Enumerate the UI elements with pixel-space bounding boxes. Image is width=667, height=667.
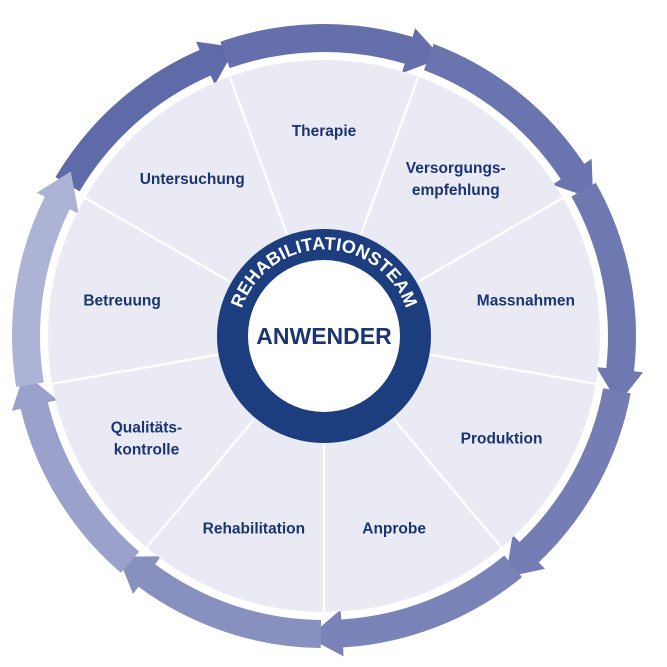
cycle-arrow-9 bbox=[12, 171, 79, 387]
cycle-arrow-8 bbox=[11, 372, 140, 573]
cycle-arrow-2 bbox=[220, 24, 443, 74]
segment-label-1: Untersuchung bbox=[140, 171, 245, 188]
cycle-arrow-1 bbox=[55, 41, 236, 192]
cycle-arrow-3 bbox=[423, 43, 594, 199]
cycle-arrow-7 bbox=[118, 556, 322, 648]
segment-label-6: Anprobe bbox=[362, 521, 426, 538]
segment-label-9: Betreuung bbox=[83, 292, 161, 309]
segment-label-8: Qualitäts-kontrolle bbox=[111, 420, 182, 459]
segment-label-line: Betreuung bbox=[83, 292, 161, 309]
segment-label-line: Anprobe bbox=[362, 521, 426, 538]
center-circle bbox=[248, 260, 400, 412]
segment-label-line: Versorgungs- bbox=[406, 160, 506, 177]
segment-label-line: kontrolle bbox=[114, 442, 180, 459]
segment-label-line: Therapie bbox=[292, 123, 357, 140]
segment-label-3: Versorgungs-empfehlung bbox=[406, 160, 506, 199]
cycle-arrow-6 bbox=[308, 555, 523, 657]
segment-divider-6 bbox=[392, 418, 505, 552]
segment-divider-4 bbox=[416, 195, 568, 283]
segment-divider-2 bbox=[227, 72, 289, 235]
segment-label-4: Massnahmen bbox=[477, 292, 575, 309]
segment-divider-3 bbox=[359, 72, 421, 235]
segment-label-line: Qualitäts- bbox=[111, 420, 182, 437]
segment-dividers bbox=[48, 72, 600, 616]
segment-label-line: Produktion bbox=[461, 431, 543, 448]
center-title: ANWENDER bbox=[256, 323, 392, 349]
segment-label-7: Rehabilitation bbox=[203, 521, 305, 538]
segment-label-line: Untersuchung bbox=[140, 171, 245, 188]
segment-label-5: Produktion bbox=[461, 431, 543, 448]
segment-divider-9 bbox=[48, 353, 218, 386]
cycle-arrow-5 bbox=[505, 388, 631, 578]
cycle-arrows bbox=[11, 24, 643, 657]
segment-divider-1 bbox=[80, 195, 232, 283]
segment-labels: Untersuchung TherapieVersorgungs-empfehlu… bbox=[83, 123, 575, 538]
cycle-arrow-4 bbox=[571, 182, 643, 404]
segment-label-line: Massnahmen bbox=[477, 292, 575, 309]
segment-divider-5 bbox=[430, 353, 600, 386]
segment-label-2: Therapie bbox=[292, 123, 357, 140]
segment-label-line: Rehabilitation bbox=[203, 521, 305, 538]
segment-divider-8 bbox=[143, 418, 256, 552]
segment-label-line: empfehlung bbox=[412, 182, 500, 199]
